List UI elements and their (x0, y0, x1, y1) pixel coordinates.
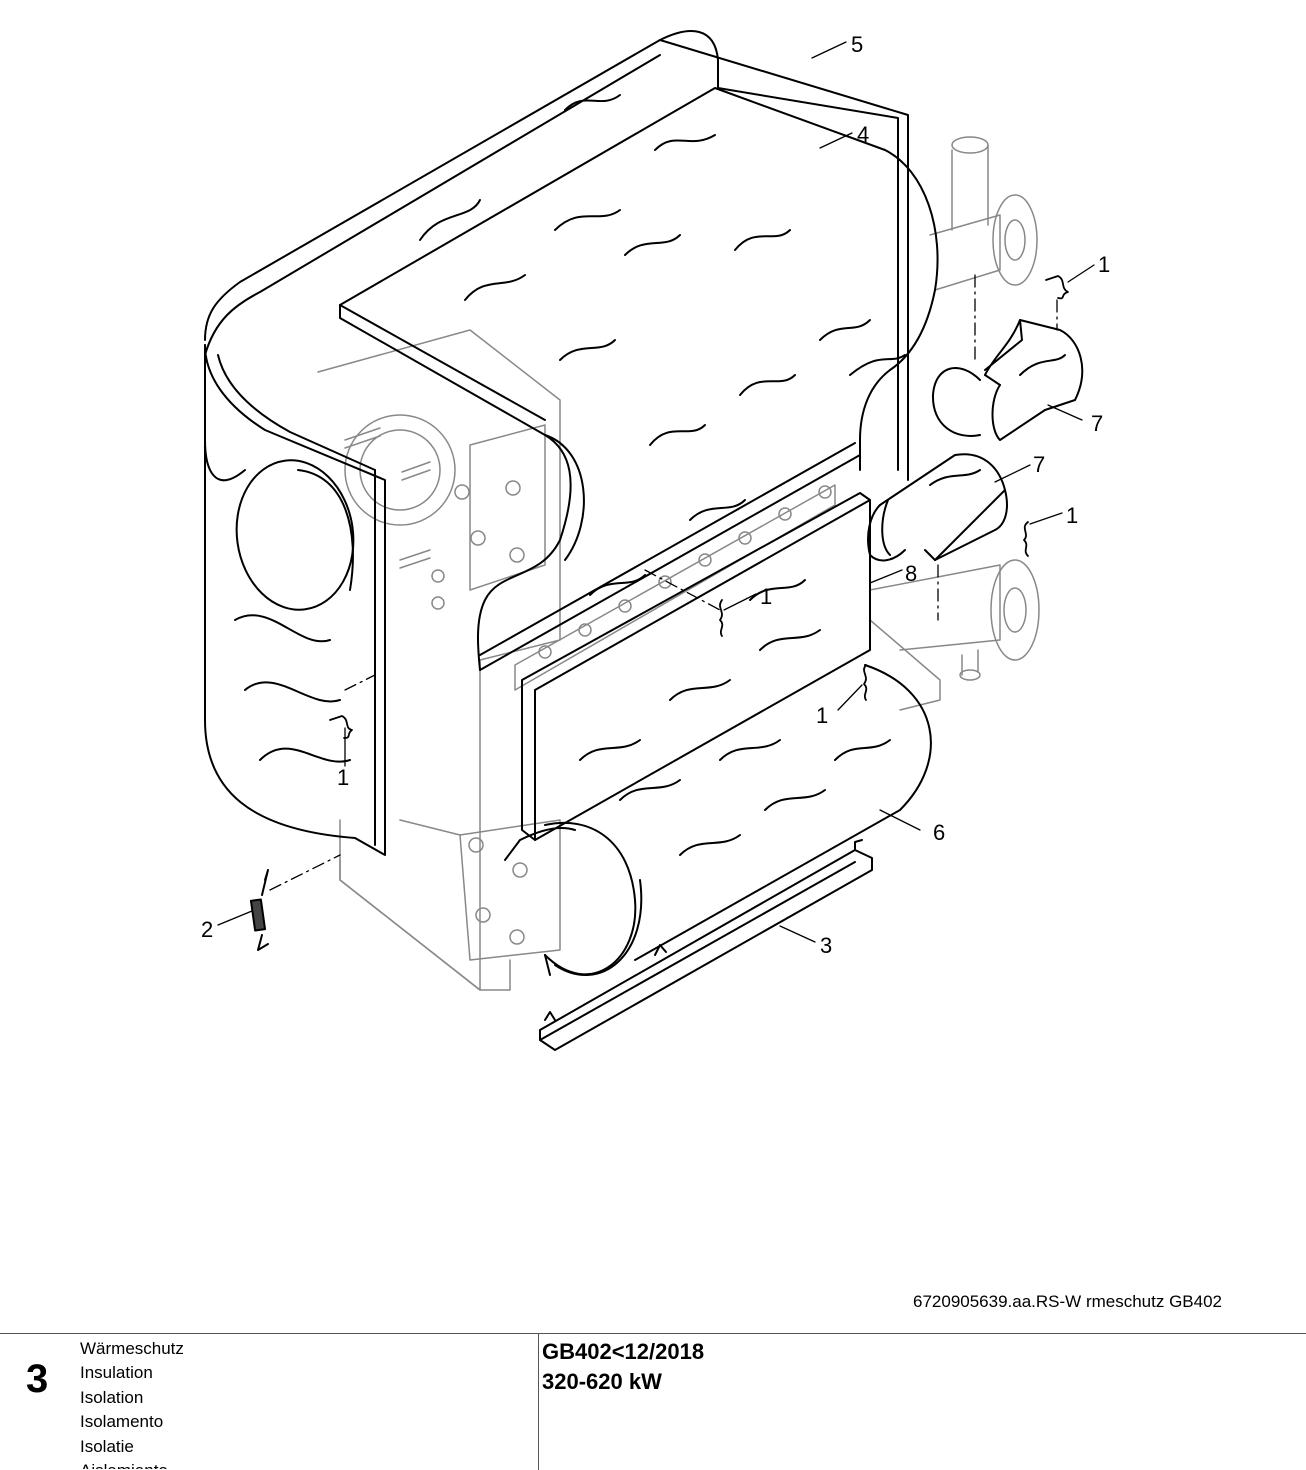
callout-numbers: 5 4 1 7 7 1 8 1 1 1 6 2 3 (201, 32, 1110, 958)
title-de: Wärmeschutz (80, 1339, 184, 1358)
section-title-languages: Wärmeschutz Insulation Isolation Isolame… (80, 1337, 184, 1469)
footer-divider (538, 1334, 539, 1470)
callout-2: 2 (201, 917, 213, 942)
model-info: GB402<12/2018 320-620 kW (542, 1337, 704, 1397)
model-name: GB402<12/2018 (542, 1339, 705, 1364)
assembly-lines (269, 274, 1058, 891)
spring (249, 869, 269, 951)
callout-1: 1 (1066, 503, 1078, 528)
boiler-body (317, 136, 1040, 991)
bottom-rail (539, 839, 873, 1051)
callout-1: 1 (760, 584, 772, 609)
callout-7: 7 (1033, 452, 1045, 477)
callout-1: 1 (816, 703, 828, 728)
callout-5: 5 (851, 32, 863, 57)
exploded-view-drawing: 5 4 1 7 7 1 8 1 1 1 6 2 3 (201, 30, 1110, 1051)
section-number: 3 (26, 1357, 49, 1401)
title-es: Aislamiento (80, 1459, 184, 1469)
outer-insulation-wrap (204, 30, 909, 856)
callout-8: 8 (905, 561, 917, 586)
title-nl: Isolatie (80, 1436, 134, 1456)
callout-3: 3 (820, 933, 832, 958)
title-it: Isolamento (80, 1412, 164, 1432)
callout-1: 1 (337, 765, 349, 790)
bottom-cylinder-insulation (504, 664, 932, 976)
callout-7: 7 (1091, 411, 1103, 436)
drawing-reference-code: 6720905639.aa.RS-W rmeschutz GB402 (913, 1292, 1223, 1311)
top-insulation-panel (339, 87, 939, 671)
title-fr: Isolation (80, 1387, 144, 1407)
pipe-insulation-upper (931, 319, 1084, 441)
clips (329, 275, 1069, 739)
callout-6: 6 (933, 820, 945, 845)
leader-lines (217, 41, 1095, 943)
front-panel (521, 492, 871, 841)
footer-table (0, 1333, 1306, 1470)
callout-4: 4 (857, 122, 869, 147)
power-range: 320-620 kW (542, 1369, 662, 1394)
callout-1: 1 (1098, 252, 1110, 277)
title-en: Insulation (80, 1363, 153, 1383)
pipe-insulation-lower (867, 453, 1008, 562)
